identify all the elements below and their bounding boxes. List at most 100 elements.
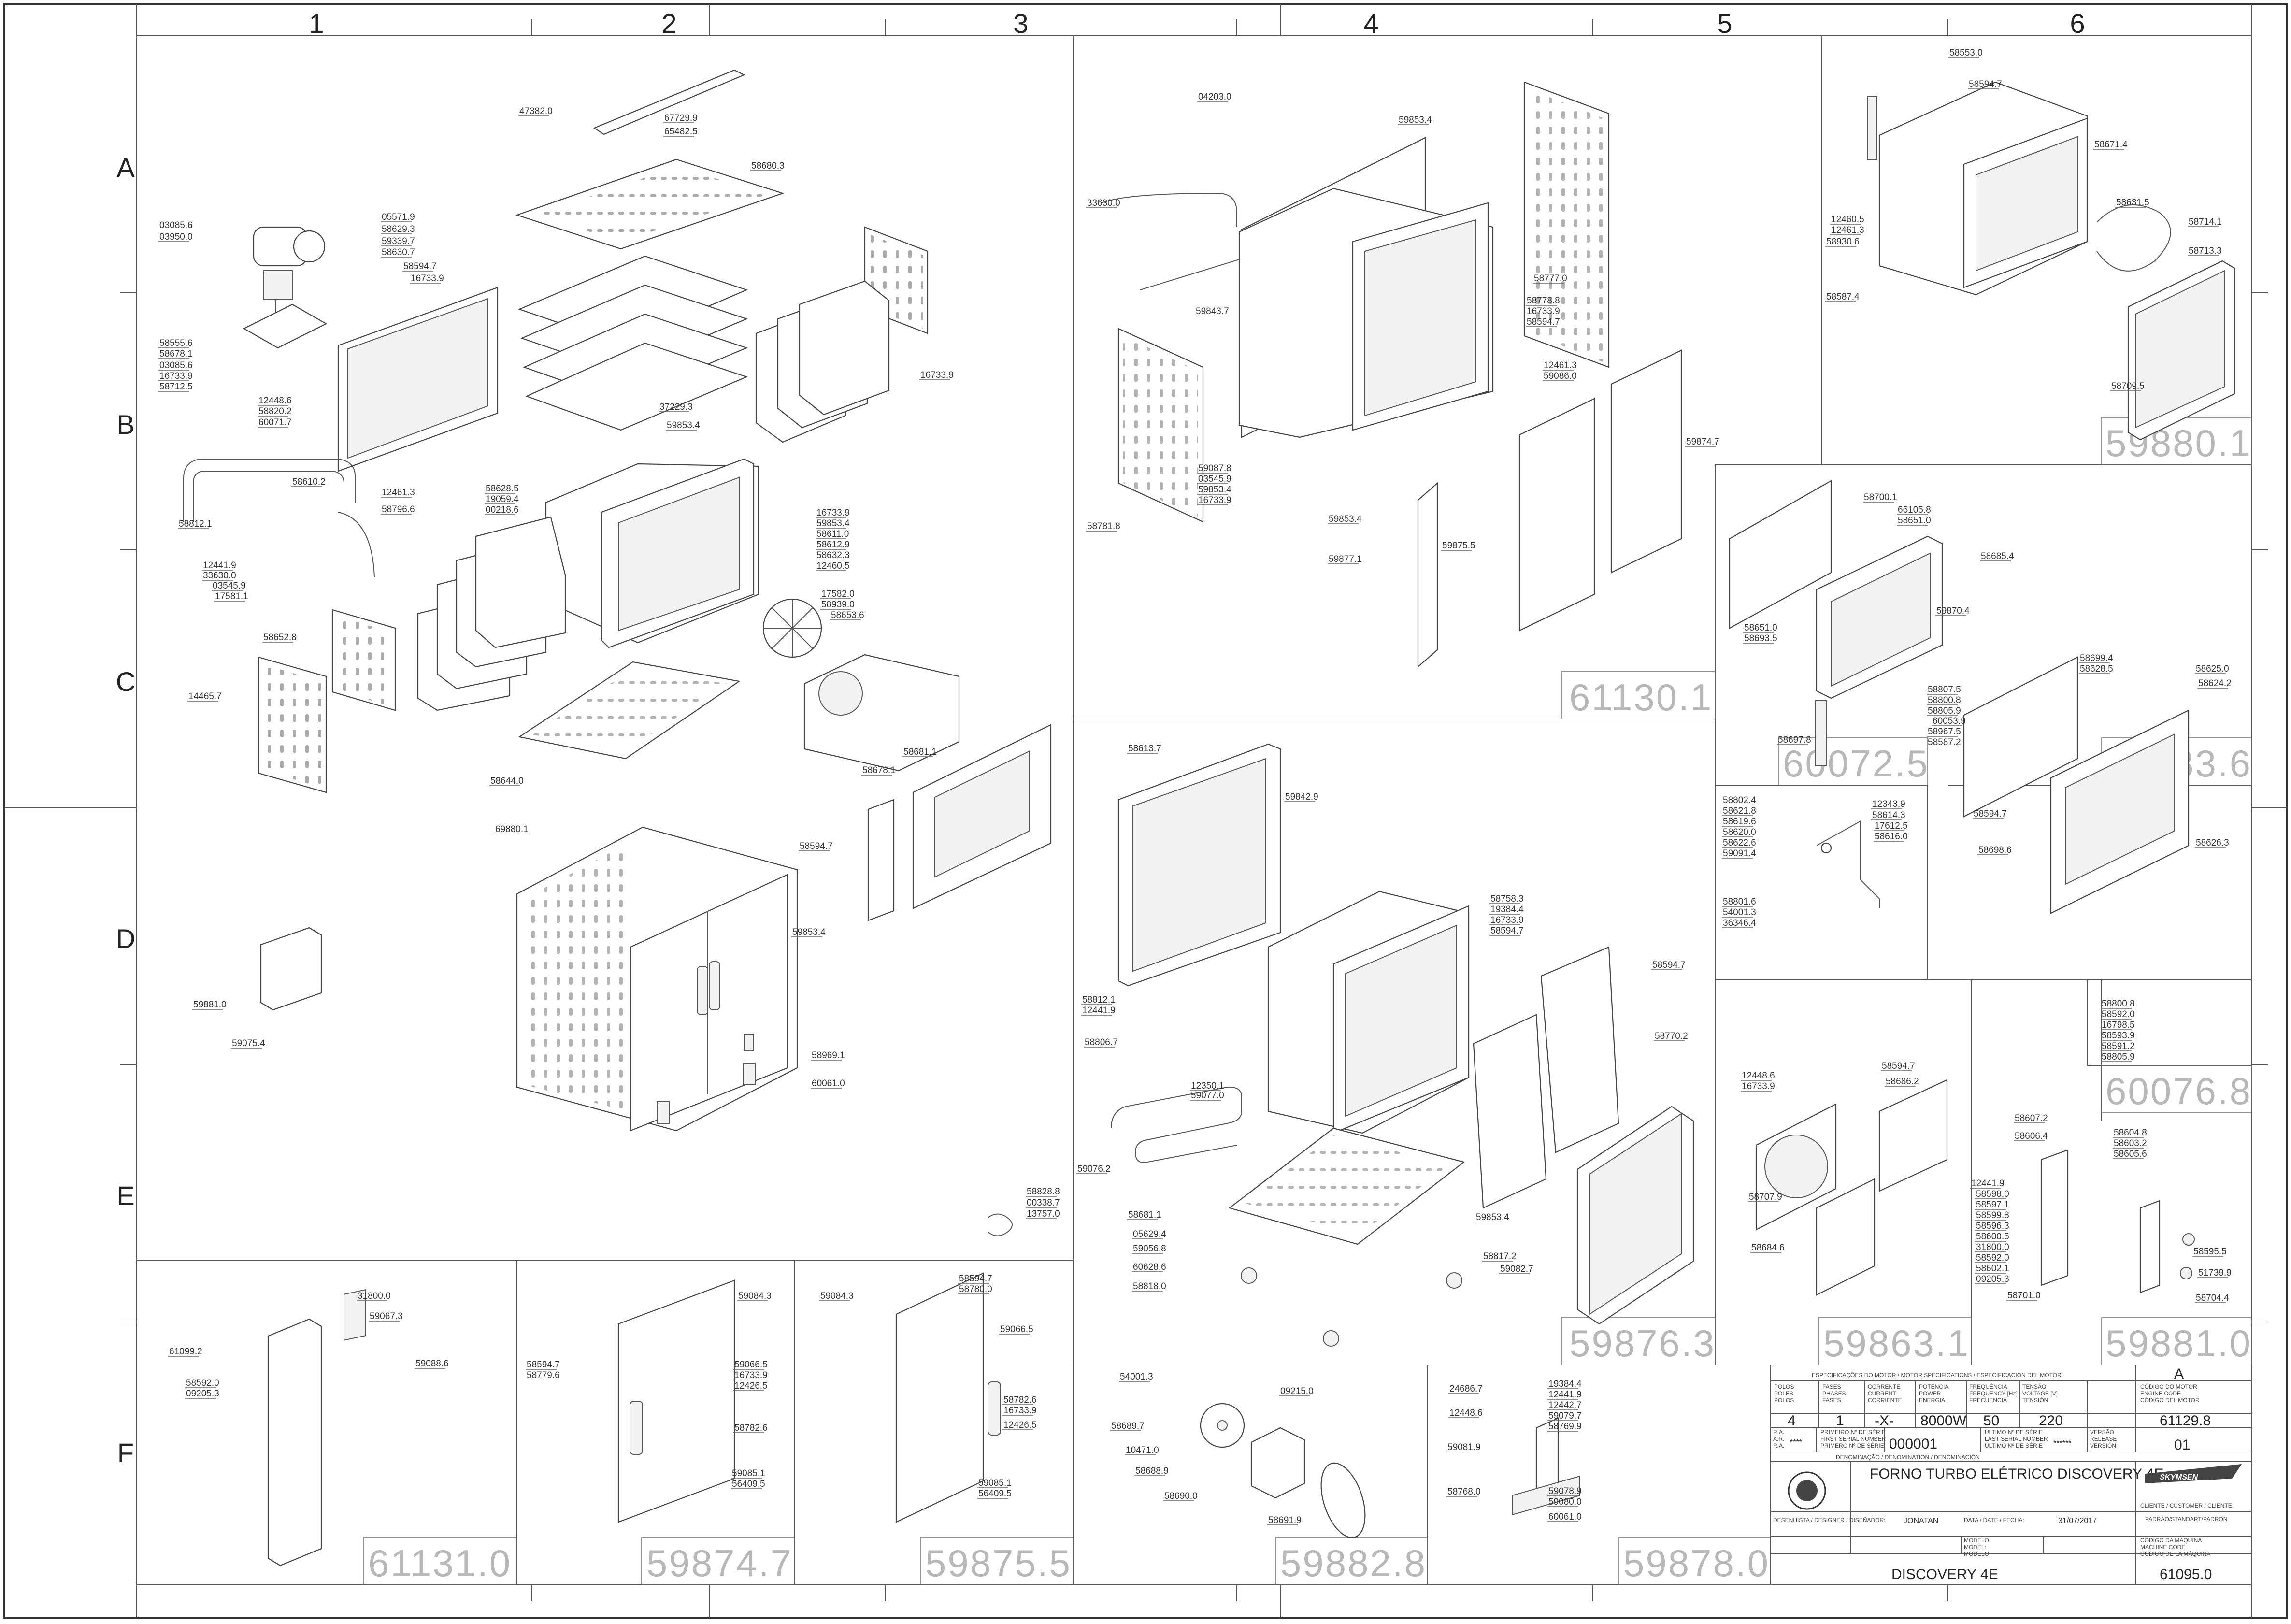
callout-label: 59843.7 xyxy=(1196,306,1229,316)
callout-label: 54001.3 xyxy=(1723,907,1756,918)
callout-label: 58781.8 xyxy=(1087,521,1120,532)
callout-label: 58594.7 xyxy=(800,841,833,851)
callout-label: 58686.2 xyxy=(1886,1077,1919,1087)
callout-label: 58603.2 xyxy=(2114,1138,2147,1149)
callout-label: 51739.9 xyxy=(2198,1268,2232,1278)
callout-label: 59067.3 xyxy=(370,1311,403,1322)
callout-label: 58593.9 xyxy=(2102,1031,2135,1041)
callout-label: 59877.1 xyxy=(1329,554,1362,564)
assembly-61131: 61131.0 xyxy=(368,1542,512,1584)
callout-label: 19059.4 xyxy=(486,494,519,504)
callout-label: 17582.0 xyxy=(821,589,855,599)
callout-label: 58818.0 xyxy=(1133,1281,1166,1292)
callout-label: 03085.6 xyxy=(159,220,193,230)
callout-label: 58592.0 xyxy=(2102,1009,2135,1020)
callout-label: 59853.4 xyxy=(1329,514,1362,524)
callout-label: 58693.5 xyxy=(1744,633,1777,644)
callout-label: 14465.7 xyxy=(188,691,222,702)
callout-label: 05629.4 xyxy=(1133,1229,1166,1239)
callout-label: 58770.2 xyxy=(1655,1031,1688,1041)
callout-label: 12350.1 xyxy=(1191,1081,1224,1091)
callout-label: 56409.5 xyxy=(978,1489,1012,1499)
callout-label: 58644.0 xyxy=(490,776,524,786)
tb-modelo-label: MODELO:MODEL:MODELO: xyxy=(1964,1537,1990,1557)
callout-label: 58712.5 xyxy=(159,382,193,392)
callout-label: 58779.6 xyxy=(527,1370,560,1380)
callout-label: 58594.7 xyxy=(1882,1061,1915,1071)
callout-label: 58714.1 xyxy=(2189,217,2222,227)
callout-label: 59853.4 xyxy=(1399,115,1432,125)
callout-label: 58801.6 xyxy=(1723,897,1756,907)
callout-label: 33630.0 xyxy=(203,571,236,581)
callout-label: 16733.9 xyxy=(159,371,193,381)
callout-label: 16733.9 xyxy=(816,508,850,518)
callout-label: 58594.7 xyxy=(1974,809,2007,819)
callout-label: 58595.5 xyxy=(2193,1247,2227,1257)
callout-label: 59087.8 xyxy=(1198,463,1231,474)
callout-label: 59874.7 xyxy=(1686,437,1719,447)
callout-label: 00338.7 xyxy=(1027,1198,1060,1208)
callout-label: 04203.0 xyxy=(1198,92,1231,102)
callout-label: 58698.6 xyxy=(1978,845,2012,855)
main-exploded-view xyxy=(183,69,1052,1236)
callout-label: 12441.9 xyxy=(203,560,236,571)
callout-label: 58817.2 xyxy=(1483,1251,1517,1262)
callout-label: 58629.3 xyxy=(382,224,415,234)
callout-label: 17581.1 xyxy=(215,591,248,602)
assembly-59881-view xyxy=(2040,1149,2195,1293)
callout-label: 59077.0 xyxy=(1191,1091,1224,1101)
callout-label: 58594.7 xyxy=(1527,317,1560,327)
callout-label: 58594.7 xyxy=(403,261,437,272)
callout-label: 58680.3 xyxy=(751,161,785,171)
callout-label: 58591.2 xyxy=(2102,1041,2135,1051)
callout-label: 60053.9 xyxy=(1933,716,1966,726)
callout-label: 58681.1 xyxy=(903,747,937,757)
callout-label: 00218.6 xyxy=(486,505,519,515)
callout-labels: 47382.067729.965482.558680.305571.958629… xyxy=(158,48,2232,1525)
assembly-60072: 60072.5 xyxy=(1783,742,1929,785)
callout-label: 58651.0 xyxy=(1898,516,1931,526)
callout-label: 16733.9 xyxy=(920,370,954,380)
callout-label: 58594.7 xyxy=(1969,79,2002,89)
callout-label: 16733.9 xyxy=(1490,915,1524,925)
callout-label: 58594.7 xyxy=(1652,960,1686,970)
callout-label: 31800.0 xyxy=(1976,1242,2009,1252)
callout-label: 58597.1 xyxy=(1976,1200,2009,1210)
callout-label: 60628.6 xyxy=(1133,1262,1166,1272)
callout-label: 58690.0 xyxy=(1164,1491,1198,1501)
callout-label: 10471.0 xyxy=(1126,1445,1159,1455)
tb-ra-labels: R.A.A.R.R.A. xyxy=(1773,1429,1784,1449)
callout-label: 58594.7 xyxy=(527,1360,560,1370)
grid-col-5: 5 xyxy=(1717,8,1732,39)
bottom-panels-view xyxy=(267,1272,1001,1567)
callout-label: 58628.5 xyxy=(2080,664,2113,674)
callout-label: 58619.6 xyxy=(1723,817,1756,827)
callout-label: 03085.6 xyxy=(159,360,193,371)
callout-label: 03545.9 xyxy=(1198,474,1231,484)
callout-label: 58681.1 xyxy=(1128,1210,1161,1220)
tb-first-serial: 000001 xyxy=(1889,1436,1937,1452)
callout-label: 16733.9 xyxy=(1742,1081,1775,1092)
callout-label: 58653.6 xyxy=(831,610,864,620)
callout-label: 59075.4 xyxy=(232,1038,265,1049)
callout-label: 59056.8 xyxy=(1133,1244,1166,1254)
callout-label: 59085.1 xyxy=(732,1468,765,1479)
grid-row-B: B xyxy=(116,409,134,440)
callout-label: 58939.0 xyxy=(821,600,855,610)
assembly-59863-view xyxy=(1755,1079,1948,1296)
callout-label: 58628.5 xyxy=(486,484,519,494)
tb-v-potencia: 8000W xyxy=(1920,1413,1967,1429)
door-assembly-view xyxy=(1729,480,2190,914)
callout-label: 59076.2 xyxy=(1077,1164,1111,1174)
assembly-59875: 59875.5 xyxy=(925,1542,1072,1584)
callout-label: 58967.5 xyxy=(1928,727,1961,737)
callout-label: 36346.4 xyxy=(1723,918,1756,928)
grid-row-C: C xyxy=(116,666,135,697)
callout-label: 58596.3 xyxy=(1976,1221,2009,1231)
callout-label: 12461.3 xyxy=(1544,360,1577,371)
callout-label: 59078.9 xyxy=(1548,1486,1582,1496)
callout-label: 58631.5 xyxy=(2116,198,2149,208)
